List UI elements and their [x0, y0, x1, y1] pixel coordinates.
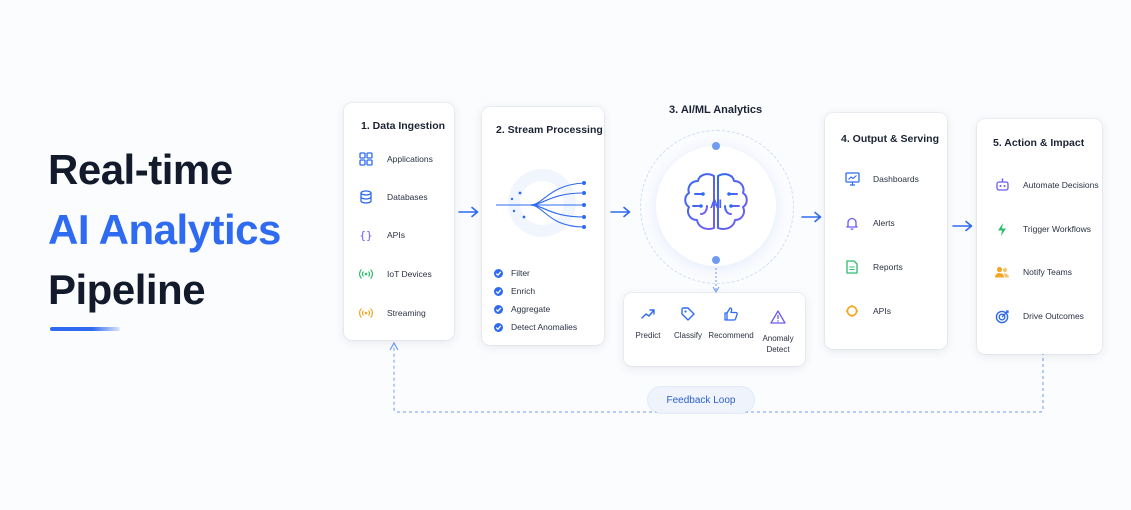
- check-icon: [494, 304, 503, 314]
- ingestion-item-iot-devices: IoT Devices: [357, 265, 432, 283]
- processing-step-enrich: Enrich: [494, 286, 535, 296]
- title-line-2: AI Analytics: [48, 206, 281, 253]
- svg-text:{}: {}: [359, 229, 372, 242]
- team-icon: [993, 263, 1011, 281]
- processing-step-detect-anomalies: Detect Anomalies: [494, 322, 577, 332]
- card-action-impact: 5. Action & Impact Automate Decisions Tr…: [977, 119, 1102, 354]
- ai-task-label: Predict: [635, 331, 661, 340]
- output-item-apis: APIs: [843, 302, 891, 320]
- feedback-loop-pill: Feedback Loop: [648, 387, 754, 413]
- ai-task-label: Recommend: [708, 331, 754, 340]
- lightning-icon: [993, 220, 1011, 238]
- ingestion-item-apis: {} APIs: [357, 226, 405, 244]
- page-title: Real-time AI Analytics Pipeline: [48, 140, 281, 320]
- stream-flow-graphic: [496, 169, 586, 237]
- ingestion-item-applications: Applications: [357, 150, 433, 168]
- ingestion-item-label: Streaming: [387, 308, 426, 318]
- check-icon: [494, 268, 503, 278]
- output-item-dashboards: Dashboards: [843, 170, 919, 188]
- arrow-right-icon: [952, 220, 973, 232]
- target-icon: [993, 307, 1011, 325]
- brain-ai-label: AI: [710, 197, 722, 211]
- processing-step-label: Detect Anomalies: [511, 322, 578, 332]
- arrow-right-icon: [458, 206, 479, 218]
- output-item-label: Reports: [873, 262, 903, 272]
- ai-top-dot: [712, 142, 720, 150]
- action-item-label: Automate Decisions: [1023, 180, 1099, 190]
- card-title-action: 5. Action & Impact: [993, 137, 1085, 149]
- output-item-reports: Reports: [843, 258, 903, 276]
- processing-step-label: Enrich: [511, 286, 536, 296]
- robot-icon: [993, 176, 1011, 194]
- ai-task-classify: Classify: [668, 306, 708, 341]
- processing-step-label: Aggregate: [511, 304, 551, 314]
- database-icon: [357, 188, 375, 206]
- bell-icon: [843, 214, 861, 232]
- ai-task-recommend: Recommend: [708, 306, 754, 341]
- grid-icon: [357, 150, 375, 168]
- ingestion-item-label: APIs: [387, 230, 405, 240]
- ingestion-item-streaming: Streaming: [357, 304, 426, 322]
- streaming-icon: [357, 304, 375, 322]
- action-item-automate-decisions: Automate Decisions: [993, 176, 1099, 194]
- processing-step-filter: Filter: [494, 268, 530, 278]
- action-item-trigger-workflows: Trigger Workflows: [993, 220, 1091, 238]
- title-underline: [50, 327, 120, 331]
- brain-icon: [684, 173, 748, 230]
- arrow-right-icon: [610, 206, 631, 218]
- action-item-label: Drive Outcomes: [1023, 311, 1084, 321]
- output-item-label: Dashboards: [873, 174, 919, 184]
- title-line-1: Real-time: [48, 146, 233, 193]
- ai-task-label: Classify: [673, 331, 702, 340]
- output-item-alerts: Alerts: [843, 214, 895, 232]
- card-title-output: 4. Output & Serving: [841, 133, 940, 145]
- warning-icon: [770, 310, 786, 324]
- action-item-notify-teams: Notify Teams: [993, 263, 1072, 281]
- iot-antenna-icon: [357, 265, 375, 283]
- output-item-label: APIs: [873, 306, 891, 316]
- ingestion-item-label: IoT Devices: [387, 269, 432, 279]
- card-title-ingestion: 1. Data Ingestion: [361, 120, 446, 132]
- card-data-ingestion: 1. Data Ingestion Applications Databases…: [344, 103, 454, 340]
- card-title-analytics: 3. AI/ML Analytics: [669, 104, 763, 116]
- trend-up-icon: [641, 309, 655, 319]
- ai-task-label: Anomaly Detect: [762, 334, 794, 354]
- report-icon: [843, 258, 861, 276]
- api-cycle-icon: [843, 302, 861, 320]
- dashboard-icon: [843, 170, 861, 188]
- thumbs-up-icon: [724, 307, 738, 321]
- card-stream-processing: 2. Stream Processing Filter Enrich Aggre…: [482, 107, 604, 345]
- ingestion-item-databases: Databases: [357, 188, 428, 206]
- ingestion-item-label: Databases: [387, 192, 428, 202]
- action-item-label: Notify Teams: [1023, 267, 1072, 277]
- braces-icon: {}: [357, 226, 375, 244]
- check-icon: [494, 322, 503, 332]
- ai-outer-ring: [640, 130, 794, 284]
- arrow-right-icon: [801, 211, 822, 223]
- processing-step-label: Filter: [511, 268, 530, 278]
- title-line-3: Pipeline: [48, 266, 206, 313]
- action-item-drive-outcomes: Drive Outcomes: [993, 307, 1084, 325]
- tag-icon: [681, 307, 695, 321]
- output-item-label: Alerts: [873, 218, 895, 228]
- action-item-label: Trigger Workflows: [1023, 224, 1092, 234]
- card-output-serving: 4. Output & Serving Dashboards Alerts Re…: [825, 113, 947, 349]
- card-title-processing: 2. Stream Processing: [496, 124, 603, 136]
- ingestion-item-label: Applications: [387, 154, 433, 164]
- feedback-loop-label: Feedback Loop: [666, 394, 736, 406]
- check-icon: [494, 286, 503, 296]
- ai-task-anomaly-detect: Anomaly Detect: [756, 309, 800, 355]
- processing-step-aggregate: Aggregate: [494, 304, 550, 314]
- ai-inner-circle: [656, 146, 776, 266]
- ai-tasks-panel: Predict Classify Recommend Anomaly Detec…: [624, 293, 805, 366]
- ai-bottom-dot: [712, 256, 720, 264]
- ai-task-predict: Predict: [628, 306, 668, 341]
